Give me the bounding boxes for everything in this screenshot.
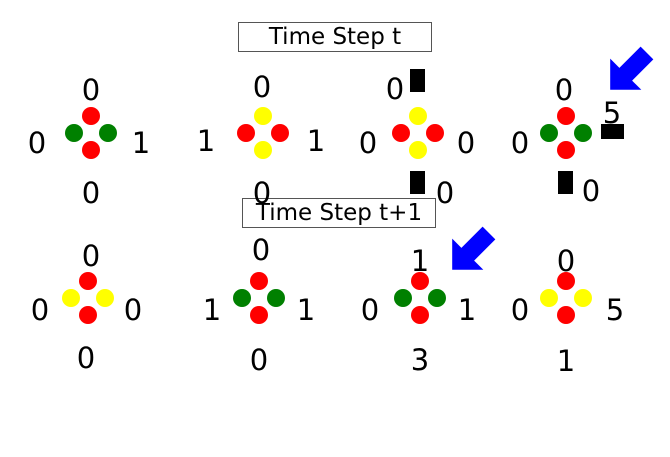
count-bottom-t-1: 0 bbox=[82, 176, 100, 210]
light-right-t-3 bbox=[426, 124, 444, 142]
light-left-t1-2 bbox=[233, 289, 251, 307]
light-bottom-t-3 bbox=[409, 141, 427, 159]
blue-arrow-icon-top bbox=[610, 46, 654, 90]
light-top-t1-2 bbox=[250, 272, 268, 290]
light-bottom-t1-3 bbox=[411, 306, 429, 324]
title-time-step-t: Time Step t bbox=[238, 22, 432, 52]
intersection-t1-2: 01 10 bbox=[203, 233, 315, 377]
count-left-t1-2: 1 bbox=[203, 293, 221, 327]
light-left-t1-3 bbox=[394, 289, 412, 307]
count-left-t-1: 0 bbox=[28, 126, 46, 160]
count-left-t-3: 0 bbox=[359, 126, 377, 160]
count-top-t-2: 0 bbox=[253, 70, 271, 104]
light-bottom-t1-1 bbox=[79, 306, 97, 324]
count-left-t1-4: 0 bbox=[511, 293, 529, 327]
light-left-t-2 bbox=[237, 124, 255, 142]
count-left-t-2: 1 bbox=[197, 124, 215, 158]
light-top-t1-4 bbox=[557, 272, 575, 290]
count-right-t1-3: 1 bbox=[458, 293, 476, 327]
light-bottom-t1-2 bbox=[250, 306, 268, 324]
count-left-t-4: 0 bbox=[511, 126, 529, 160]
light-top-t1-1 bbox=[79, 272, 97, 290]
count-bottom-t-2: 0 bbox=[253, 176, 271, 210]
intersection-t-2: 0 1 1 0 bbox=[197, 70, 325, 210]
count-bottom-t1-1: 0 bbox=[77, 341, 95, 375]
light-bottom-t-2 bbox=[254, 141, 272, 159]
light-bottom-t-1 bbox=[82, 141, 100, 159]
count-top-t-3: 0 bbox=[386, 72, 404, 106]
count-top-t1-4: 0 bbox=[557, 244, 575, 278]
blue-arrow-icon-bottom bbox=[452, 226, 496, 270]
light-right-t1-3 bbox=[428, 289, 446, 307]
black-block-t3-top bbox=[410, 69, 425, 92]
light-right-t-4 bbox=[574, 124, 592, 142]
title-time-step-t-plus-1: Time Step t+1 bbox=[242, 198, 436, 228]
count-right-t-1: 1 bbox=[132, 126, 150, 160]
count-left-t1-1: 0 bbox=[31, 293, 49, 327]
light-top-t-4 bbox=[557, 107, 575, 125]
light-top-t-2 bbox=[254, 107, 272, 125]
light-right-t-2 bbox=[271, 124, 289, 142]
count-bottom-t-4: 0 bbox=[582, 174, 600, 208]
light-top-t-1 bbox=[82, 107, 100, 125]
light-right-t-1 bbox=[99, 124, 117, 142]
count-bottom-t1-4: 1 bbox=[557, 344, 575, 378]
black-block-t3-bottom bbox=[410, 171, 425, 194]
light-left-t-3 bbox=[392, 124, 410, 142]
count-bottom-t1-3: 3 bbox=[411, 343, 429, 377]
light-bottom-t-4 bbox=[557, 141, 575, 159]
black-block-t4-bottom bbox=[558, 171, 573, 194]
light-right-t1-1 bbox=[96, 289, 114, 307]
light-left-t1-1 bbox=[62, 289, 80, 307]
light-right-t1-2 bbox=[267, 289, 285, 307]
count-top-t1-2: 0 bbox=[252, 233, 270, 267]
count-right-t-4: 5 bbox=[603, 96, 621, 130]
count-top-t-1: 0 bbox=[82, 73, 100, 107]
light-bottom-t1-4 bbox=[557, 306, 575, 324]
light-left-t-4 bbox=[540, 124, 558, 142]
count-right-t-3: 0 bbox=[457, 126, 475, 160]
count-bottom-t-3: 0 bbox=[436, 176, 454, 210]
count-bottom-t1-2: 0 bbox=[250, 343, 268, 377]
count-top-t1-1: 0 bbox=[82, 239, 100, 273]
count-left-t1-3: 0 bbox=[361, 293, 379, 327]
count-top-t-4: 0 bbox=[555, 73, 573, 107]
light-left-t-1 bbox=[65, 124, 83, 142]
light-top-t1-3 bbox=[411, 272, 429, 290]
count-right-t1-4: 5 bbox=[606, 293, 624, 327]
light-top-t-3 bbox=[409, 107, 427, 125]
count-right-t1-1: 0 bbox=[124, 293, 142, 327]
light-left-t1-4 bbox=[540, 289, 558, 307]
black-block-t4-right bbox=[601, 124, 624, 139]
count-right-t-2: 1 bbox=[307, 124, 325, 158]
light-right-t1-4 bbox=[574, 289, 592, 307]
count-right-t1-2: 1 bbox=[297, 293, 315, 327]
count-top-t1-3: 1 bbox=[411, 244, 429, 278]
